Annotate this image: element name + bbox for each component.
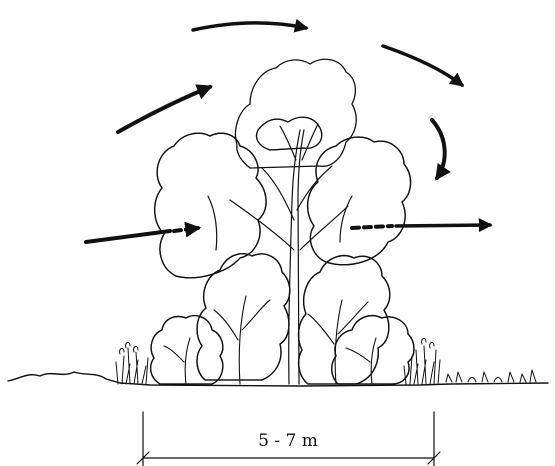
- grass-tuft-icon: [404, 338, 536, 384]
- wind-arrow-icon: [396, 225, 490, 226]
- wind-arrow-icon: [193, 23, 306, 30]
- shrub-icon: [151, 316, 223, 384]
- tree-canopy-icon: [308, 137, 411, 265]
- grass-tuft-icon: [116, 342, 148, 384]
- ground-line: [8, 372, 548, 386]
- wind-arrow-dashed: [352, 226, 392, 228]
- tree-canopy-icon: [155, 133, 266, 278]
- shrub-icon: [299, 256, 390, 384]
- width-label: 5 - 7 m: [258, 431, 318, 451]
- wind-arrow-icon: [432, 120, 445, 178]
- wind-arrow-icon: [86, 231, 170, 242]
- wind-arrow-icon: [118, 87, 210, 132]
- wind-arrow-icon: [383, 46, 462, 85]
- shrub-icon: [197, 254, 290, 384]
- shrub-icon: [332, 316, 414, 384]
- wind-arrow-dashed: [174, 228, 198, 231]
